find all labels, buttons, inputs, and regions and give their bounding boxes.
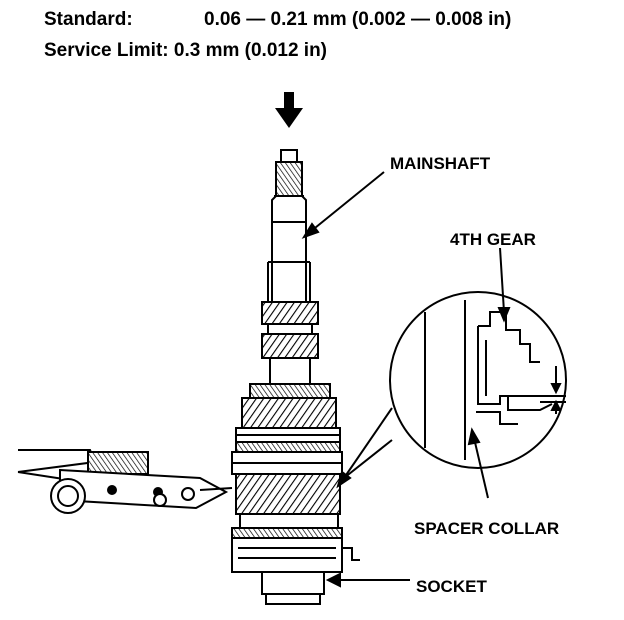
label-mainshaft: MAINSHAFT bbox=[390, 154, 491, 173]
label-spacer-collar: SPACER COLLAR bbox=[414, 519, 560, 538]
standard-value: 0.06 — 0.21 mm (0.002 — 0.008 in) bbox=[204, 9, 512, 30]
dial-indicator bbox=[17, 449, 233, 514]
socket bbox=[261, 571, 325, 605]
leader-lines bbox=[301, 171, 511, 588]
spec-service-limit: Service Limit: 0.3 mm (0.012 in) bbox=[44, 40, 327, 62]
label-4th-gear: 4TH GEAR bbox=[450, 230, 536, 249]
detail-magnifier bbox=[389, 291, 567, 469]
gear-stack-upper bbox=[235, 301, 341, 443]
service-limit-label: Service Limit: bbox=[44, 40, 169, 61]
press-down-arrow bbox=[275, 92, 303, 128]
standard-label: Standard: bbox=[44, 9, 133, 30]
gear-stack-lower bbox=[231, 441, 360, 573]
spec-standard: Standard: 0.06 — 0.21 mm (0.002 — 0.008 … bbox=[44, 9, 511, 31]
service-limit-value: 0.3 mm (0.012 in) bbox=[173, 40, 328, 61]
label-socket: SOCKET bbox=[416, 577, 487, 596]
mainshaft-shaft bbox=[267, 149, 311, 302]
